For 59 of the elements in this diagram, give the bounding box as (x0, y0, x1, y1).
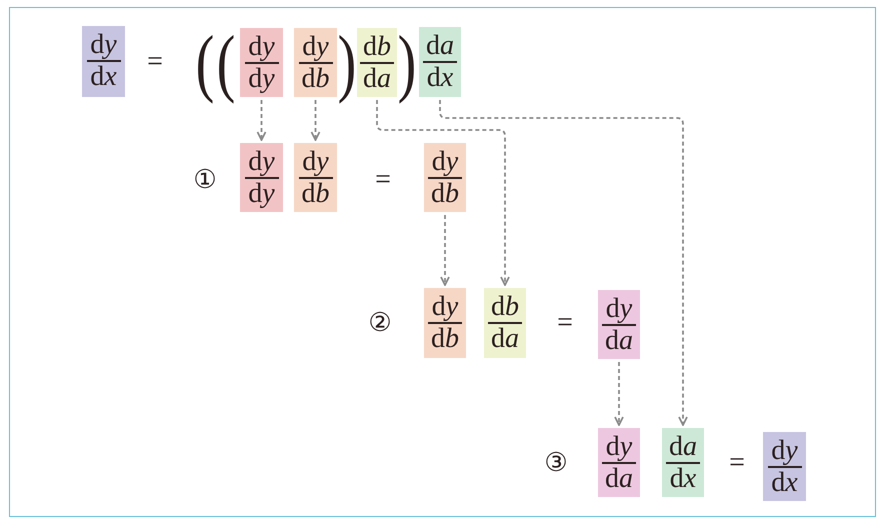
numerator: dy (606, 432, 632, 462)
denominator: dx (90, 62, 117, 92)
denominator: db (431, 324, 459, 354)
step-number: ② (368, 310, 392, 336)
fraction-tile (424, 143, 466, 212)
equals-sign: = (375, 166, 391, 194)
denominator: da (605, 464, 633, 494)
parenthesis: ) (338, 25, 356, 101)
dashed-arrow (439, 100, 688, 426)
fraction-tile (357, 28, 397, 97)
dashed-arrow (310, 100, 320, 141)
denominator: db (302, 64, 330, 94)
denominator: dx (771, 468, 798, 498)
dashed-arrow (256, 100, 266, 141)
denominator: da (605, 326, 633, 356)
dashed-arrow (376, 100, 510, 286)
step-number: ① (193, 167, 217, 193)
denominator: dx (670, 464, 696, 494)
denominator: db (431, 179, 459, 209)
numerator: dy (248, 32, 275, 62)
denominator: dy (248, 179, 275, 209)
denominator: da (363, 64, 391, 94)
equals-sign: = (557, 309, 573, 337)
fraction-tile (763, 432, 806, 501)
numerator: dy (771, 436, 798, 466)
fraction-tile (240, 143, 283, 212)
numerator: da (426, 31, 454, 61)
numerator: dy (90, 30, 117, 60)
numerator: db (491, 292, 519, 322)
fraction-tile (82, 26, 125, 97)
fraction-tile (484, 288, 526, 358)
parenthesis: ( (216, 25, 236, 101)
dashed-arrow (440, 215, 450, 286)
numerator: dy (432, 292, 458, 322)
equals-sign: = (147, 48, 163, 76)
fraction-tile (240, 28, 283, 97)
fraction-tile (294, 143, 337, 212)
fraction-tile (294, 28, 337, 97)
parenthesis: ( (196, 25, 214, 101)
denominator: dx (426, 63, 454, 93)
step-number: ③ (544, 450, 568, 476)
denominator: db (302, 179, 330, 209)
fraction-tile (419, 27, 461, 97)
numerator: dy (248, 147, 275, 177)
equals-sign: = (729, 449, 745, 477)
numerator: dy (606, 294, 632, 324)
numerator: dy (302, 32, 329, 62)
fraction-tile (598, 428, 640, 497)
numerator: dy (432, 147, 458, 177)
numerator: da (669, 432, 697, 462)
dashed-arrow (614, 362, 624, 426)
denominator: dy (248, 64, 275, 94)
numerator: db (363, 32, 391, 62)
denominator: da (491, 324, 519, 354)
numerator: dy (302, 147, 329, 177)
parenthesis: ) (398, 25, 416, 101)
fraction-tile (424, 288, 466, 358)
fraction-tile (662, 428, 704, 497)
fraction-tile (598, 290, 640, 359)
